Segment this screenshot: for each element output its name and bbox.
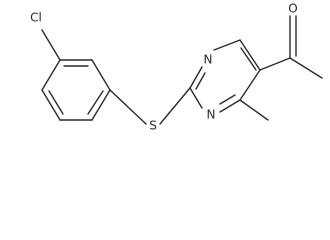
double-bond-c3-c4-inner — [87, 90, 104, 115]
atom-label-sulfur: S — [149, 119, 157, 133]
bond-c2-c3 — [91, 59, 111, 91]
pyrimidine-ring — [189, 39, 261, 113]
structure-canvas: Cl S N N O — [30, 2, 323, 133]
bond-n1-c6 — [213, 39, 241, 51]
atom-label-nitrogen-bottom: N — [207, 108, 216, 122]
double-bond-c6-c5-inner — [240, 47, 257, 71]
bond-c4-n3 — [219, 99, 241, 113]
bond-c4-methyl — [239, 99, 269, 121]
bond-c6-c1 — [41, 59, 61, 91]
chemical-structure-diagram: Cl S N N O — [30, 2, 323, 133]
bond-c3-c4 — [91, 89, 111, 121]
bond-c6-c5 — [239, 39, 261, 71]
bond-c-cl — [41, 29, 61, 61]
chlorophenyl-ring — [41, 59, 111, 121]
bond-s-pyrimidine — [159, 87, 191, 125]
bond-c5-c4 — [239, 69, 261, 101]
bond-n3-c2 — [189, 87, 203, 109]
bond-c2-n1 — [189, 66, 203, 89]
bond-aryl-s — [109, 89, 147, 125]
double-bond-c4-n3-inner — [219, 94, 236, 105]
bond-c5-carbonyl — [259, 57, 291, 71]
atom-label-oxygen: O — [288, 2, 297, 16]
atom-label-chlorine: Cl — [30, 11, 42, 25]
bond-carbonyl-methyl — [289, 57, 323, 79]
double-bond-c5-c6-inner — [48, 90, 64, 115]
bond-c5-c6 — [41, 89, 61, 121]
atom-label-nitrogen-top: N — [204, 53, 213, 67]
double-bond-c2-n1-inner — [195, 72, 206, 90]
